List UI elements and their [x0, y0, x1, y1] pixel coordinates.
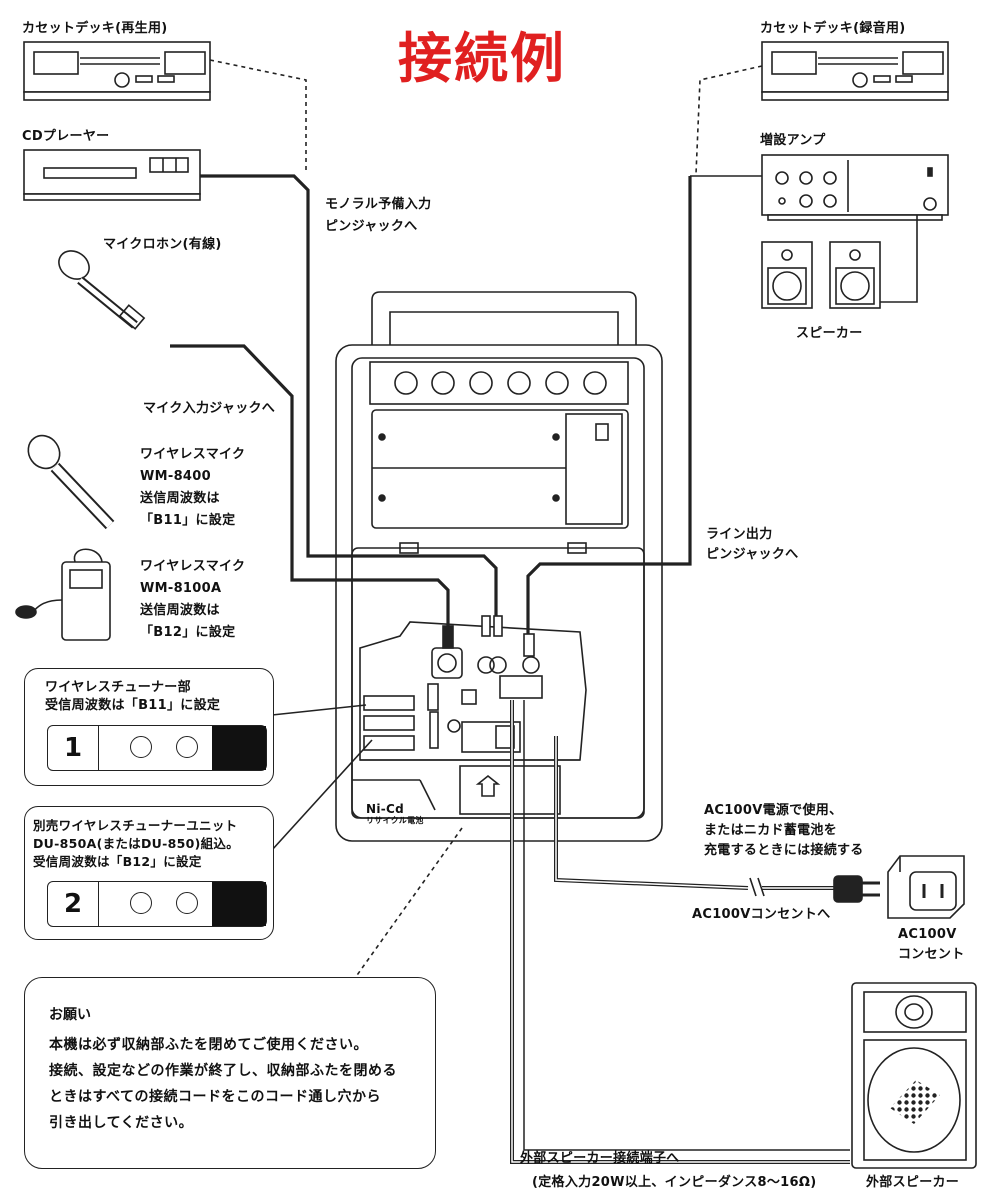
label-wired-mic: マイクロホン(有線): [103, 237, 222, 252]
tuner-1-line-1: ワイヤレスチューナー部: [45, 680, 191, 695]
tuner-2-box: 別売ワイヤレスチューナーユニット DU-850A(またはDU-850)組込。 受…: [24, 806, 274, 940]
label-cassette-play: カセットデッキ(再生用): [22, 21, 168, 36]
tuner-1-knob: [176, 736, 198, 758]
tuner-2-panel: 2: [47, 881, 267, 927]
ac-outlet: [887, 855, 965, 919]
cassette-deck-play: [23, 41, 211, 101]
label-recycle: リサイクル電池: [366, 816, 424, 825]
label-mono-input-2: ピンジャックへ: [325, 219, 418, 234]
label-ext-speaker-rating: (定格入力20W以上、インピーダンス8～16Ω): [532, 1175, 817, 1190]
label-ac-note-3: 充電するときには接続する: [704, 843, 864, 858]
page-title: 接続例: [398, 26, 566, 90]
tuner-2-line-1: 別売ワイヤレスチューナーユニット: [33, 818, 238, 833]
label-nicd: Ni-Cd: [366, 802, 405, 816]
cassette-deck-rec: [761, 41, 949, 101]
notice-line-2: 接続、設定などの作業が終了し、収納部ふたを閉める: [49, 1063, 397, 1079]
label-ac-outlet-1: AC100V: [898, 927, 957, 942]
label-wm8100a-3: 送信周波数は: [140, 603, 220, 618]
notice-line-4: 引き出してください。: [49, 1115, 194, 1131]
label-ac-note-2: またはニカド蓄電池を: [704, 823, 838, 838]
tuner-2-line-2: DU-850A(またはDU-850)組込。: [33, 836, 240, 851]
notice-heading: お願い: [49, 1007, 91, 1023]
wireless-mic-wm8400: [27, 434, 115, 530]
label-wm8100a-4: 「B12」に設定: [140, 625, 236, 640]
extension-amp: [761, 154, 949, 221]
wireless-mic-wm8100a: [15, 548, 111, 641]
tuner-1-line-2: 受信周波数は「B11」に設定: [45, 698, 221, 713]
tuner-1-panel: 1: [47, 725, 267, 771]
label-wm8100a-2: WM-8100A: [140, 581, 222, 596]
label-ac-note-1: AC100V電源で使用、: [704, 803, 843, 818]
label-ac-outlet-2: コンセント: [898, 947, 965, 962]
tuner-1-dark-panel: [212, 726, 266, 770]
label-ext-speaker-terminal: 外部スピーカー接続端子へ: [520, 1151, 680, 1166]
label-mono-input-1: モノラル予備入力: [325, 197, 432, 212]
label-cassette-rec: カセットデッキ(録音用): [760, 21, 906, 36]
label-wm8400-1: ワイヤレスマイク: [140, 447, 246, 462]
label-wm8400-2: WM-8400: [140, 469, 211, 484]
label-ext-speaker: 外部スピーカー: [866, 1175, 960, 1190]
ac-plug: [833, 875, 880, 903]
label-wm8400-4: 「B11」に設定: [140, 513, 236, 528]
tuner-1-number: 1: [48, 726, 99, 770]
external-speaker: [851, 982, 977, 1169]
label-mic-jack: マイク入力ジャックへ: [143, 401, 276, 416]
notice-line-3: ときはすべての接続コードをこのコード通し穴から: [49, 1089, 381, 1105]
label-ext-amp: 増設アンプ: [760, 133, 826, 148]
label-ac-outlet-to: AC100Vコンセントへ: [692, 907, 831, 922]
tuner-2-dark-panel: [212, 882, 266, 926]
speaker-pair: [761, 241, 881, 309]
tuner-2-dial: [130, 892, 152, 914]
label-line-out-2: ピンジャックへ: [706, 547, 799, 562]
notice-box: お願い 本機は必ず収納部ふたを閉めてご使用ください。 接続、設定などの作業が終了…: [24, 977, 436, 1169]
label-line-out-1: ライン出力: [706, 527, 773, 542]
tuner-2-line-3: 受信周波数は「B12」に設定: [33, 854, 202, 869]
label-wm8100a-1: ワイヤレスマイク: [140, 559, 246, 574]
tuner-2-number: 2: [48, 882, 99, 926]
label-wm8400-3: 送信周波数は: [140, 491, 220, 506]
tuner-1-box: ワイヤレスチューナー部 受信周波数は「B11」に設定 1: [24, 668, 274, 786]
tuner-2-knob: [176, 892, 198, 914]
cd-player: [23, 149, 201, 201]
main-unit: [335, 291, 663, 842]
notice-line-1: 本機は必ず収納部ふたを閉めてご使用ください。: [49, 1037, 368, 1053]
wired-microphone: [58, 250, 146, 330]
label-cd-player: CDプレーヤー: [22, 129, 110, 144]
tuner-1-dial: [130, 736, 152, 758]
label-speakers: スピーカー: [796, 326, 863, 341]
